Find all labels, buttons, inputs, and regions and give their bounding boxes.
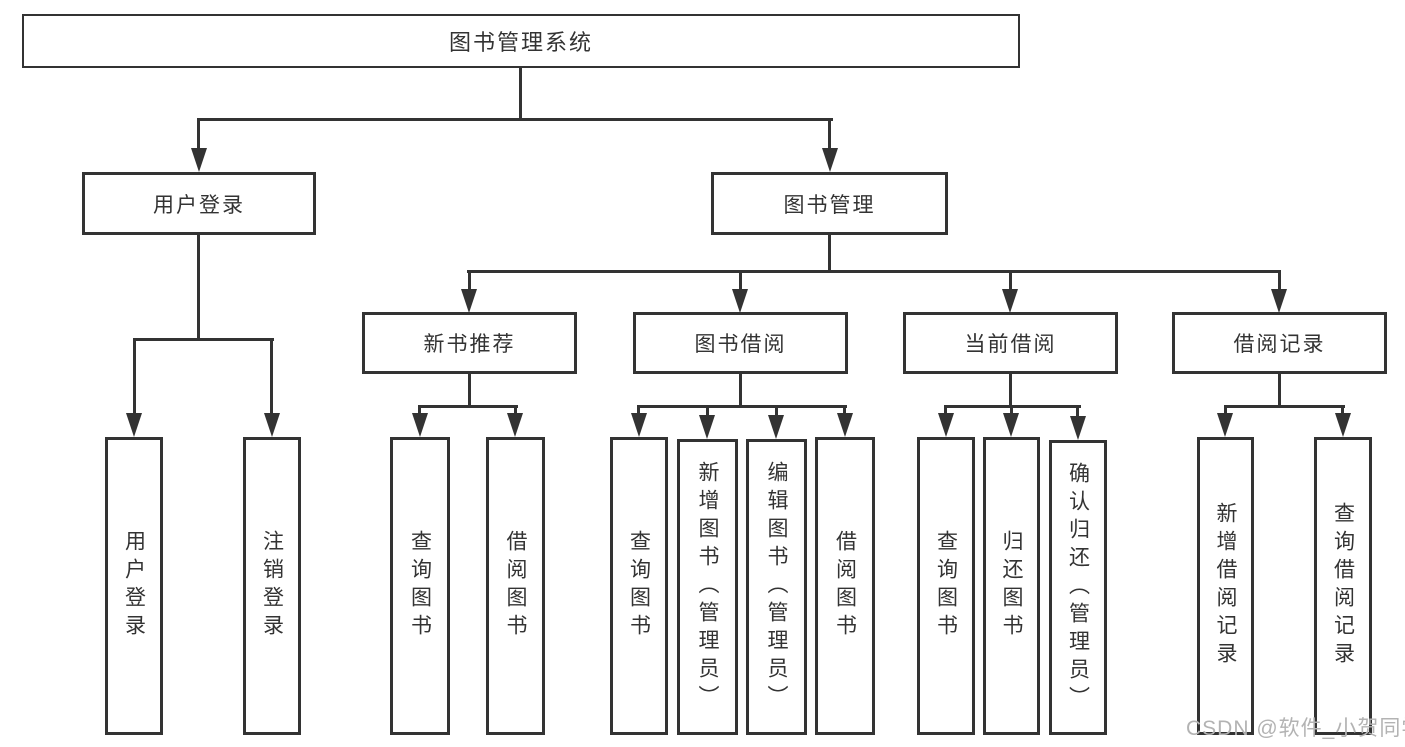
leaf-br-query-record: 查询借阅记录	[1314, 437, 1372, 735]
arrowhead-bb-edit	[768, 415, 784, 439]
arrowhead-br-add	[1217, 413, 1233, 437]
arrowhead-user-login	[191, 148, 207, 172]
connector-stub-nb-borrow	[514, 408, 517, 416]
connector-borrow-records-horizontal	[1224, 405, 1345, 408]
connector-stub-cb-confirm	[1076, 408, 1079, 416]
connector-stub-bb-add	[706, 408, 709, 416]
arrowhead-book-management	[822, 148, 838, 172]
leaf-bb-edit-books-admin: 编辑图书（管理员）	[746, 439, 807, 735]
connector-stub-br-add	[1224, 408, 1227, 416]
connector-stub-bb-query	[637, 408, 640, 416]
connector-root-trunk	[519, 68, 522, 121]
arrowhead-cb-confirm	[1070, 416, 1086, 440]
connector-stub-bb-edit	[775, 408, 778, 416]
arrowhead-login-leaf	[126, 413, 142, 437]
connector-stub-br-query	[1341, 408, 1344, 416]
node-borrow-records: 借阅记录	[1172, 312, 1387, 374]
leaf-cb-query-books: 查询图书	[917, 437, 975, 735]
connector-drop-current-borrow	[1009, 374, 1012, 408]
arrowhead-new-book	[461, 289, 477, 313]
connector-stub-login-leaf	[133, 341, 136, 416]
leaf-bb-borrow-books: 借阅图书	[815, 437, 875, 735]
connector-level1-horizontal	[197, 118, 833, 121]
connector-drop-borrow-records	[1278, 374, 1281, 408]
arrowhead-bb-borrow	[837, 413, 853, 437]
connector-stub-logout-leaf	[270, 341, 273, 416]
node-book-borrow: 图书借阅	[633, 312, 848, 374]
connector-stub-book-management	[828, 121, 831, 150]
connector-current-borrow-horizontal	[944, 405, 1081, 408]
connector-stub-user-login	[197, 121, 200, 150]
arrowhead-bb-query	[631, 413, 647, 437]
arrowhead-current-borrow	[1002, 289, 1018, 313]
connector-drop-user-login	[197, 235, 200, 341]
leaf-nb-borrow-books: 借阅图书	[486, 437, 545, 735]
connector-drop-book-borrow	[739, 374, 742, 408]
arrowhead-nb-query	[412, 413, 428, 437]
connector-drop-new-book	[468, 374, 471, 408]
leaf-bb-query-books: 查询图书	[610, 437, 668, 735]
connector-new-book-horizontal	[418, 405, 518, 408]
connector-stub-cb-query	[944, 408, 947, 416]
connector-drop-book-management	[828, 235, 831, 273]
connector-stub-bb-borrow	[843, 408, 846, 416]
node-user-login: 用户登录	[82, 172, 316, 235]
connector-stub-nb-query	[418, 408, 421, 416]
connector-book-borrow-horizontal	[637, 405, 847, 408]
arrowhead-book-borrow	[732, 289, 748, 313]
connector-stub-current-borrow	[1009, 273, 1012, 291]
arrowhead-cb-query	[938, 413, 954, 437]
leaf-br-add-record: 新增借阅记录	[1197, 437, 1254, 735]
leaf-nb-query-books: 查询图书	[390, 437, 450, 735]
connector-stub-cb-return	[1010, 408, 1013, 416]
node-new-book-recommend: 新书推荐	[362, 312, 577, 374]
leaf-cb-return-books: 归还图书	[983, 437, 1040, 735]
csdn-watermark: CSDN @软件_小贺同学	[1186, 717, 1405, 740]
arrowhead-cb-return	[1003, 413, 1019, 437]
leaf-logout: 注销登录	[243, 437, 301, 735]
arrowhead-bb-add	[699, 415, 715, 439]
arrowhead-br-query	[1335, 413, 1351, 437]
connector-stub-book-borrow	[739, 273, 742, 291]
connector-stub-borrow-records	[1278, 273, 1281, 291]
leaf-cb-confirm-return-admin: 确认归还（管理员）	[1049, 440, 1107, 735]
connector-stub-new-book	[468, 273, 471, 291]
node-book-management: 图书管理	[711, 172, 948, 235]
arrowhead-logout-leaf	[264, 413, 280, 437]
node-current-borrow: 当前借阅	[903, 312, 1118, 374]
leaf-bb-add-books-admin: 新增图书（管理员）	[677, 439, 738, 735]
node-library-system: 图书管理系统	[22, 14, 1020, 68]
connector-user-login-horizontal	[133, 338, 274, 341]
arrowhead-nb-borrow	[507, 413, 523, 437]
arrowhead-borrow-records	[1271, 289, 1287, 313]
leaf-user-login: 用户登录	[105, 437, 163, 735]
connector-level2-horizontal	[467, 270, 1281, 273]
